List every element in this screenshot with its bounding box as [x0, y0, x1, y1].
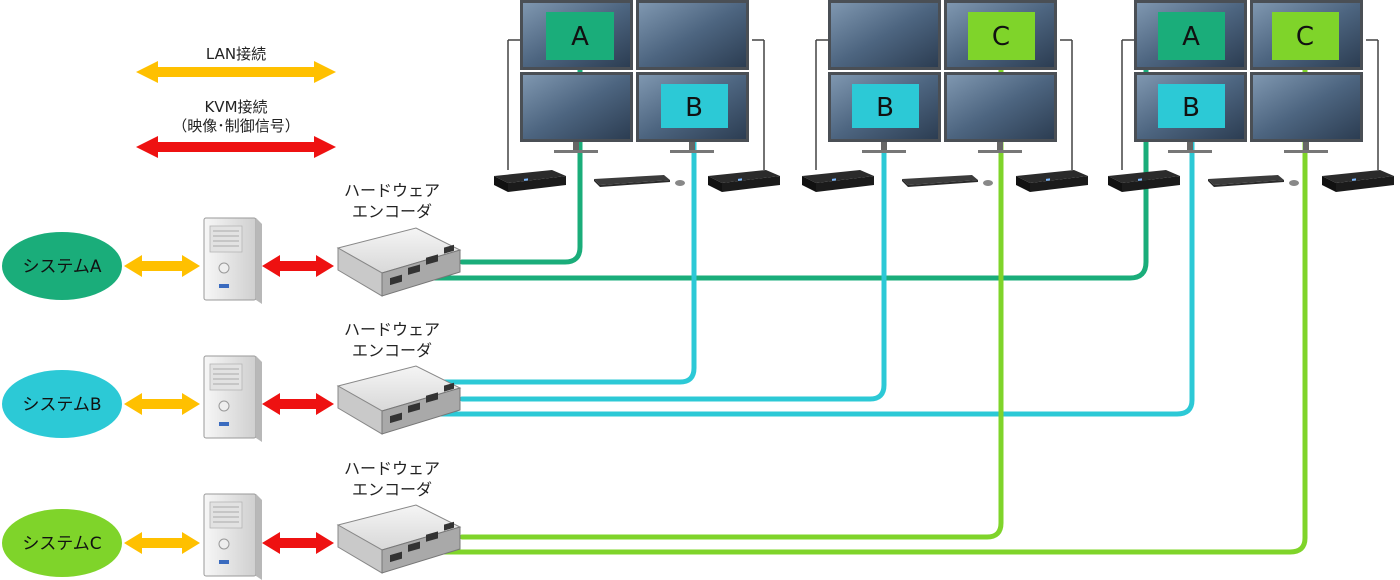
- hardware-encoder-b: [337, 365, 461, 435]
- monitor-stand: [1303, 140, 1309, 152]
- cable-b-ws2: [459, 123, 887, 402]
- tag-text: B: [685, 93, 703, 123]
- ws1-tag-b: B: [661, 84, 728, 128]
- ws3-tag-c: C: [1272, 12, 1339, 60]
- client-pc-left: [1108, 170, 1180, 192]
- mount-bracket: [815, 39, 1073, 170]
- ws2-tag-b: B: [852, 84, 919, 128]
- monitor-stand: [689, 140, 695, 152]
- tag-box: [852, 84, 919, 128]
- keyboard-and-mouse: [594, 175, 685, 187]
- monitor-stand: [1187, 140, 1193, 152]
- tag-text: C: [1296, 22, 1314, 52]
- tag-box: [661, 84, 728, 128]
- cable-b-ws3: [427, 123, 1195, 417]
- lan-arrow-c: [124, 532, 200, 554]
- system-a-label: システムA: [22, 257, 101, 277]
- ws3-tag-a: A: [1158, 12, 1225, 60]
- encoder-b-label-2: エンコーダ: [352, 341, 432, 360]
- ws2-tag-c: C: [968, 12, 1035, 60]
- lan-arrow-a: [124, 255, 200, 277]
- kvm-arrow-a: [262, 255, 334, 277]
- tag-box: [1158, 84, 1225, 128]
- tag-box: [1272, 12, 1339, 60]
- tag-text: B: [876, 93, 894, 123]
- encoder-a-label-1: ハードウェア: [344, 181, 440, 200]
- encoder-b-label-1: ハードウェア: [344, 320, 440, 339]
- monitor-foot: [670, 150, 714, 153]
- monitor-foot: [554, 150, 598, 153]
- tag-box: [1158, 12, 1225, 60]
- monitor-4: [1250, 72, 1363, 142]
- keyboard-and-mouse: [902, 175, 993, 187]
- client-pc-right: [1322, 170, 1394, 192]
- system-row-a: システムA ハードウェア エンコーダ: [2, 181, 461, 305]
- client-pc-left: [494, 170, 566, 192]
- legend-kvm-sublabel: （映像･制御信号）: [172, 117, 300, 135]
- tag-text: C: [992, 22, 1010, 52]
- encoder-c-label-1: ハードウェア: [344, 459, 440, 478]
- workstation-2: [802, 0, 1088, 192]
- cable-a-ws1: [459, 57, 583, 265]
- monitor-4: [944, 72, 1057, 142]
- legend-lan-label: LAN接続: [206, 45, 266, 63]
- hardware-encoder-c: [337, 504, 461, 574]
- mount-bracket: [1121, 39, 1379, 170]
- server-a: [203, 217, 263, 305]
- cables: [427, 34, 1308, 555]
- client-pc-left: [802, 170, 874, 192]
- server-b: [203, 355, 263, 443]
- system-row-b: システムB ハードウェア エンコーダ: [2, 320, 461, 443]
- lan-legend-arrow-wide: [136, 61, 336, 83]
- monitor-3: [520, 72, 633, 142]
- monitor-foot: [1284, 150, 1328, 153]
- kvm-arrow-c: [262, 532, 334, 554]
- ws1-tag-a: A: [546, 12, 614, 60]
- monitor-foot: [978, 150, 1022, 153]
- tag-text: A: [1182, 22, 1200, 52]
- keyboard-and-mouse: [1208, 175, 1299, 187]
- system-b-badge: [2, 370, 122, 438]
- tag-box: [546, 12, 614, 60]
- legend-kvm-label: KVM接続: [204, 98, 267, 116]
- source-tags: A B B C A B C: [546, 12, 1339, 128]
- system-row-c: システムC ハードウェア エンコーダ: [2, 459, 461, 580]
- monitor-stand: [997, 140, 1003, 152]
- monitor-2: [636, 0, 749, 70]
- lan-arrow-b: [124, 393, 200, 415]
- cable-c-ws3: [427, 55, 1308, 555]
- tag-box: [968, 12, 1035, 60]
- workstation-1: [494, 0, 780, 192]
- tag-text: B: [1182, 93, 1200, 123]
- monitor-1: [828, 0, 941, 70]
- cable-c-ws2: [459, 55, 1004, 540]
- mount-bracket: [507, 39, 765, 170]
- monitor-stand: [881, 140, 887, 152]
- kvm-legend-arrow: [136, 136, 336, 158]
- client-pc-right: [1016, 170, 1088, 192]
- ws3-tag-b: B: [1158, 84, 1225, 128]
- system-c-label: システムC: [22, 534, 101, 554]
- encoder-c-label-2: エンコーダ: [352, 480, 432, 499]
- cable-b-ws1: [437, 123, 697, 385]
- hardware-encoder-a: [337, 227, 461, 297]
- system-a-badge: [2, 232, 122, 300]
- system-c-badge: [2, 509, 122, 577]
- monitor-foot: [1168, 150, 1212, 153]
- encoder-a-label-2: エンコーダ: [352, 202, 432, 221]
- monitor-foot: [862, 150, 906, 153]
- system-b-label: システムB: [22, 395, 101, 415]
- server-c: [203, 493, 263, 580]
- monitor-stand: [573, 140, 579, 152]
- workstation-3: [1108, 0, 1394, 192]
- tag-text: A: [571, 22, 589, 52]
- client-pc-right: [708, 170, 780, 192]
- kvm-arrow-b: [262, 393, 334, 415]
